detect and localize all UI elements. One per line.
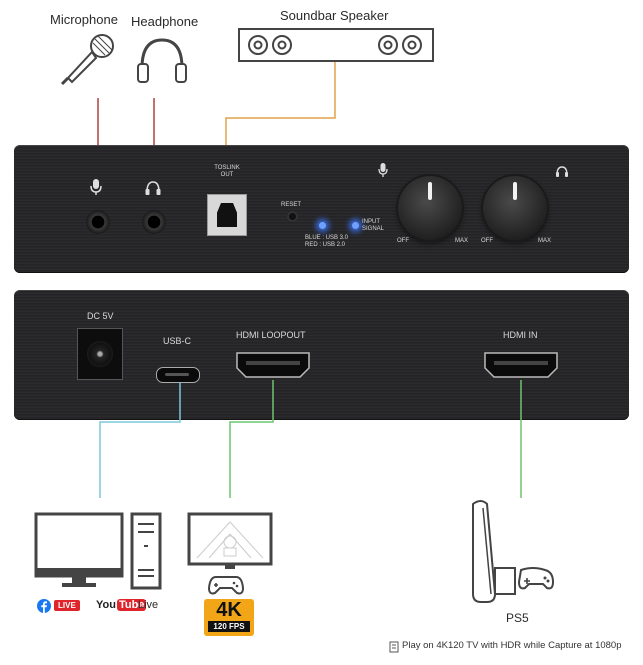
bottom-wires [99,380,522,498]
pc-monitor-icon [34,512,162,590]
facebook-icon [37,599,51,613]
4k-text: 4K [216,599,242,621]
ps5-label: PS5 [506,611,529,625]
mic-jack[interactable] [86,210,110,234]
reset-button[interactable] [287,211,298,222]
facebook-live-badge: LIVE [54,600,80,611]
toslink-port[interactable] [207,194,247,236]
headphone-knob-off-label: OFF [481,238,493,244]
toslink-label: TOSLINK OUT [205,165,249,179]
headphone-label: Headphone [131,14,199,29]
gamepad-icon [208,576,244,595]
youtube-you: You [96,599,116,611]
soundbar-speaker-icon [238,28,434,62]
microphone-icon [60,34,114,86]
tv-icon [187,512,273,569]
mic-volume-icon [378,163,388,177]
led-legend-blue: BLUE : USB 3.0 [305,235,349,241]
led-legend: BLUE : USB 3.0 RED : USB 2.0 [305,235,348,249]
hdmi-in-label: HDMI IN [503,330,538,340]
loopout-wire [229,380,274,498]
hdmi-in-port[interactable] [484,352,558,378]
4k-120fps-badge: 4K 120 FPS [204,599,254,636]
input-signal-label-line2: SIGNAL [362,226,385,232]
toslink-label-line1: TOSLINK [214,165,240,171]
toslink-wire [225,62,336,160]
headphone-knob-max-label: MAX [538,238,552,244]
usb-c-wire [99,382,181,498]
120fps-text: 120 FPS [208,621,250,632]
headphone-volume-icon [556,166,568,177]
mic-knob-max-label: MAX [455,238,469,244]
toslink-label-line2: OUT [220,172,234,178]
usb-c-label: USB-C [163,336,192,346]
mic-jack-icon [90,179,102,195]
mic-volume-knob[interactable] [398,176,462,240]
input-signal-label: INPUT SIGNAL [362,219,384,233]
youtube-tube: Tube [116,599,147,611]
soundbar-label: Soundbar Speaker [280,8,389,23]
hdmi-loopout-port[interactable] [236,352,310,378]
mic-knob-off-label: OFF [397,238,409,244]
headphone-icon [137,38,187,83]
microphone-label: Microphone [50,12,118,27]
dc-power-port[interactable] [77,328,123,380]
hdmi-loopout-label: HDMI LOOPOUT [236,330,306,340]
footnote-text: Play on 4K120 TV with HDR while Capture … [402,640,622,651]
input-signal-label-line1: INPUT [362,219,380,225]
ps5-console-icon [472,500,555,603]
reset-label: RESET [281,202,302,208]
dc-5v-label: DC 5V [87,311,114,321]
led-legend-red: RED : USB 2.0 [305,242,346,248]
headphone-jack[interactable] [142,210,166,234]
note-icon [389,641,399,653]
youtube-live-label: Live [138,599,159,611]
input-signal-led [352,222,359,229]
headphone-jack-icon [145,181,161,195]
headphone-volume-knob[interactable] [483,176,547,240]
usb-status-led [319,222,326,229]
usb-c-port[interactable] [156,367,200,383]
